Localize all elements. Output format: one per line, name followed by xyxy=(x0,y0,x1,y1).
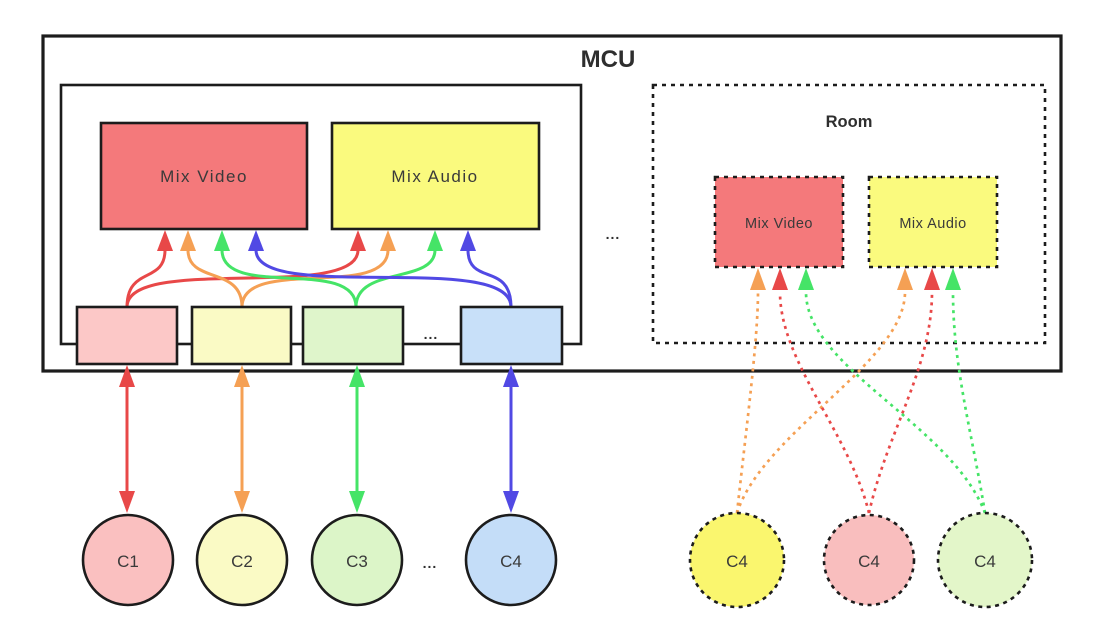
flow-blue-to-audio xyxy=(466,249,513,308)
room-box xyxy=(651,83,1047,345)
client-label-c1: C1 xyxy=(117,552,139,571)
room-mix-audio-box xyxy=(867,175,999,269)
arrowhead-green-video-icon xyxy=(214,230,230,251)
room-client-label-3: C4 xyxy=(974,552,996,571)
mix-video-label: Mix Video xyxy=(160,167,248,186)
mixer-flow-arrows xyxy=(125,230,513,308)
flow-blue-to-video xyxy=(254,249,513,308)
arrowhead-green-audio-icon xyxy=(427,230,443,251)
flow-orange-to-audio xyxy=(240,249,390,308)
client-link-blue-up-icon xyxy=(503,365,519,387)
room-arrowhead-orange-audio-icon xyxy=(897,268,913,290)
port-box-4 xyxy=(459,305,564,366)
room-client-circle-3 xyxy=(936,511,1034,609)
arrowhead-orange-audio-icon xyxy=(380,230,396,251)
room-mix-video-box xyxy=(713,175,845,269)
room-flow-green-to-audio xyxy=(951,291,987,514)
port-box-1 xyxy=(75,305,179,366)
client-circle-c2 xyxy=(195,513,289,607)
flow-red-to-video xyxy=(125,249,167,308)
room-client-circle-2 xyxy=(822,513,916,607)
client-circle-c3 xyxy=(310,513,404,607)
client-link-orange-down-icon xyxy=(234,491,250,513)
room-flow-arrows xyxy=(735,268,987,514)
mcu-room-ellipsis: ... xyxy=(606,226,621,242)
arrowhead-red-audio-icon xyxy=(350,230,366,251)
client-link-green-down-icon xyxy=(349,491,365,513)
room-label: Room xyxy=(826,113,873,131)
flow-orange-to-video xyxy=(186,249,244,308)
arrowhead-blue-audio-icon xyxy=(460,230,476,251)
arrowhead-blue-video-icon xyxy=(248,230,264,251)
port-box-3 xyxy=(301,305,405,366)
room-flow-red-to-audio xyxy=(867,291,934,514)
mix-video-box xyxy=(99,121,309,231)
ports-ellipsis: ... xyxy=(424,326,439,342)
client-circle-c1 xyxy=(81,513,175,607)
room-arrowhead-green-video-icon xyxy=(798,268,814,290)
room-flow-red-to-video xyxy=(778,291,871,514)
port-box-2 xyxy=(190,305,293,366)
room-mix-video-label: Mix Video xyxy=(745,216,813,232)
client-circle-c4 xyxy=(464,513,558,607)
room-flow-green-to-video xyxy=(804,291,987,514)
room-client-circle-1 xyxy=(688,511,786,609)
flow-green-to-video xyxy=(220,249,358,308)
client-label-c4: C4 xyxy=(500,552,522,571)
mix-audio-box xyxy=(330,121,541,231)
client-link-orange-up-icon xyxy=(234,365,250,387)
room-client-label-2: C4 xyxy=(858,552,880,571)
client-link-green-up-icon xyxy=(349,365,365,387)
room-flow-orange-to-video xyxy=(735,291,760,514)
client-link-red-down-icon xyxy=(119,491,135,513)
room-client-label-1: C4 xyxy=(726,552,748,571)
client-label-c2: C2 xyxy=(231,552,253,571)
room-mix-audio-label: Mix Audio xyxy=(899,216,966,232)
mix-audio-label: Mix Audio xyxy=(391,167,478,186)
room-arrowhead-green-audio-icon xyxy=(945,268,961,290)
arrowhead-red-video-icon xyxy=(157,230,173,251)
mcu-box xyxy=(41,34,1063,373)
flow-green-to-audio xyxy=(354,249,437,308)
client-link-arrows xyxy=(119,365,519,513)
client-link-blue-down-icon xyxy=(503,491,519,513)
room-arrowhead-red-video-icon xyxy=(772,268,788,290)
flow-red-to-audio xyxy=(125,249,360,308)
clients-ellipsis: ... xyxy=(423,555,438,571)
client-label-c3: C3 xyxy=(346,552,368,571)
mcu-label: MCU xyxy=(581,46,636,73)
client-link-red-up-icon xyxy=(119,365,135,387)
room-arrowhead-orange-video-icon xyxy=(750,268,766,290)
arrowhead-orange-video-icon xyxy=(180,230,196,251)
room-arrowhead-red-audio-icon xyxy=(924,268,940,290)
room-flow-orange-to-audio xyxy=(735,291,907,514)
